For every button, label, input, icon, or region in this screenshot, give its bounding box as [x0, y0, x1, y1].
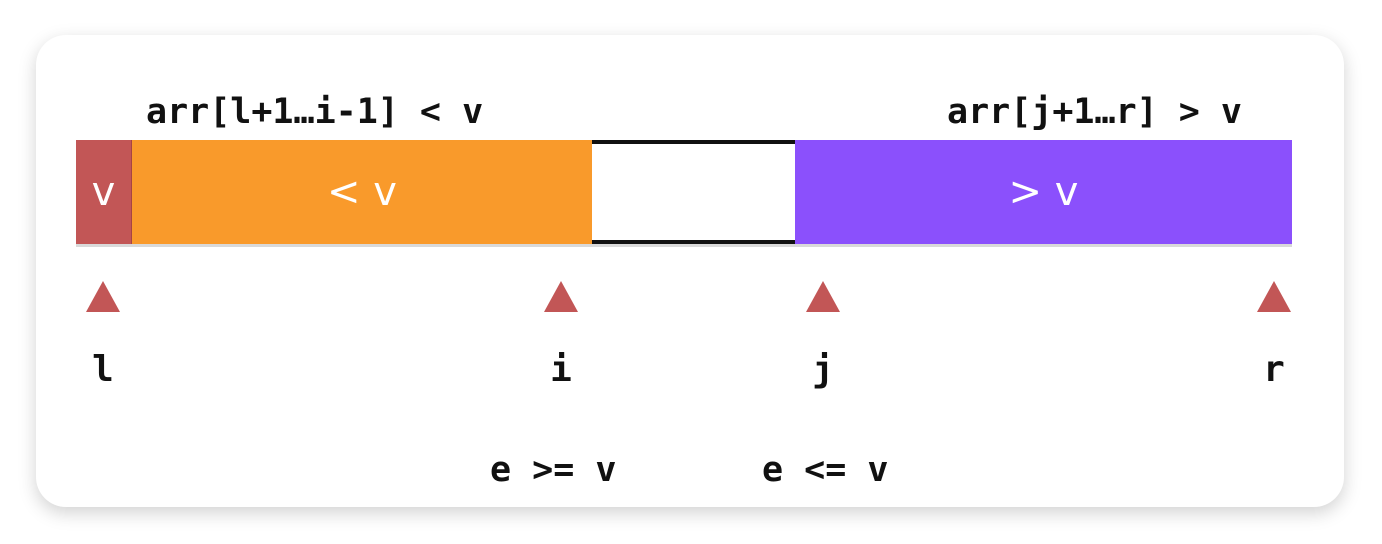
- index-l-label: l: [92, 349, 114, 390]
- less-range-label: arr[l+1…i-1] < v: [146, 92, 484, 132]
- greater-than-segment-label: > v: [1008, 169, 1079, 215]
- condition-at-i: e >= v: [490, 450, 617, 490]
- index-r-label: r: [1263, 349, 1285, 390]
- l-pointer-triangle-icon: [86, 281, 120, 312]
- condition-at-j: e <= v: [762, 450, 889, 490]
- less-than-segment: < v: [132, 140, 592, 244]
- index-j-label: j: [812, 349, 834, 390]
- diagram-card: arr[l+1…i-1] < v arr[j+1…r] > v v < v > …: [36, 35, 1344, 507]
- i-pointer-triangle-icon: [544, 281, 578, 312]
- index-i-label: i: [550, 349, 572, 390]
- pivot-segment: v: [76, 140, 132, 244]
- pivot-segment-label: v: [91, 169, 116, 215]
- less-than-segment-label: < v: [327, 169, 397, 215]
- unprocessed-segment: [592, 140, 795, 244]
- j-pointer-triangle-icon: [806, 281, 840, 312]
- r-pointer-triangle-icon: [1257, 281, 1291, 312]
- greater-range-label: arr[j+1…r] > v: [947, 92, 1243, 132]
- bar-shadow: [76, 244, 1292, 247]
- greater-than-segment: > v: [795, 140, 1292, 244]
